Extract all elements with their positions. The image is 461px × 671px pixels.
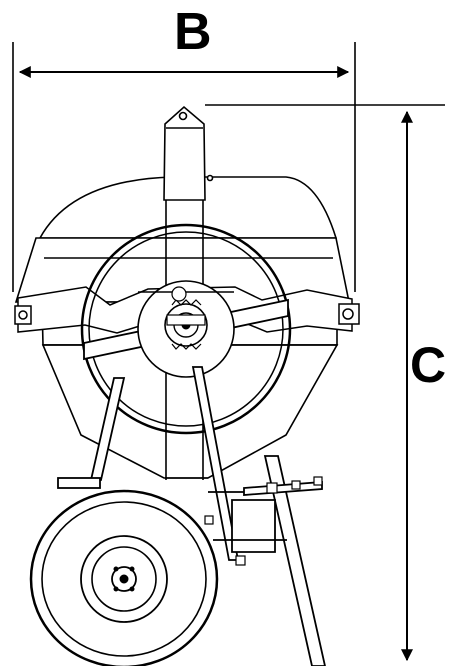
hardware-details <box>204 476 323 566</box>
lug-nut-1 <box>113 566 119 572</box>
bolt-2 <box>235 555 246 566</box>
lug-nut-2 <box>129 566 135 572</box>
bolt-5 <box>313 476 323 486</box>
lug-nut-4 <box>129 586 135 592</box>
lug-nut-3 <box>113 586 119 592</box>
bolt-3 <box>266 482 278 494</box>
mast-top <box>163 105 206 201</box>
gear-assembly <box>164 286 208 350</box>
left-leg <box>89 377 126 481</box>
mast-top-pin <box>178 111 188 121</box>
hand-wheel-inner-rim <box>88 231 284 427</box>
trailer-wheel <box>29 489 219 669</box>
bolt-1 <box>204 515 214 525</box>
dimension-label-c: C <box>410 337 447 393</box>
left-foot-plate <box>57 477 101 489</box>
hand-wheel-outer-rim <box>80 223 292 435</box>
frame-legs <box>57 366 327 667</box>
right-mount-bolt <box>342 308 354 320</box>
gear-adjust-knob <box>171 286 187 302</box>
left-mount-bolt <box>18 310 28 320</box>
dimension-b <box>12 42 356 292</box>
dimension-c <box>205 104 445 662</box>
gear-bar <box>166 314 206 326</box>
wheel-center-cap <box>119 574 129 584</box>
dimension-label-b: B <box>174 3 212 61</box>
bolt-4 <box>291 480 301 490</box>
axle-box <box>231 499 276 553</box>
mast-side-bolt <box>206 174 214 182</box>
gear-teeth-bottom <box>171 343 202 350</box>
